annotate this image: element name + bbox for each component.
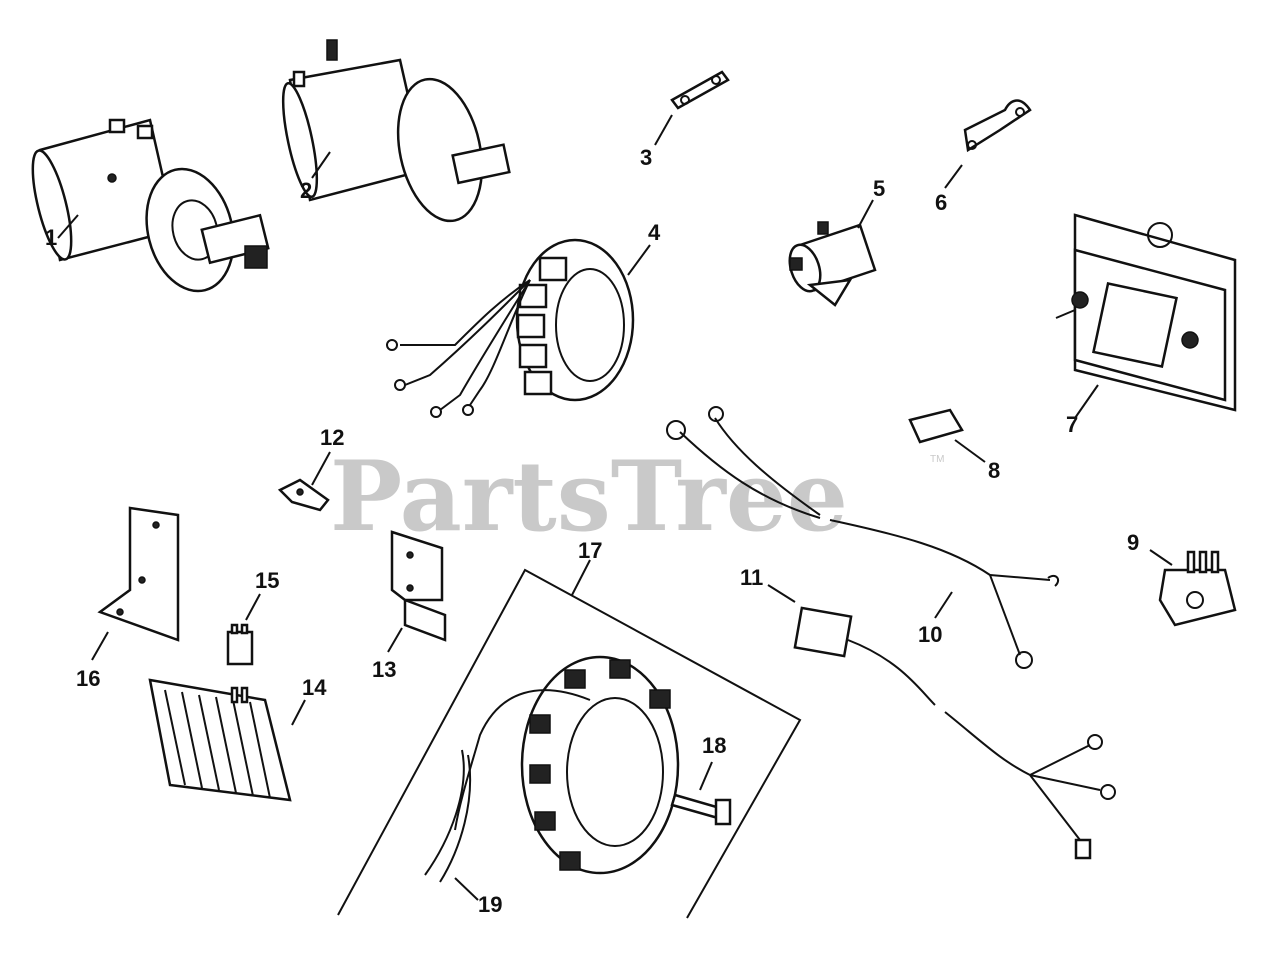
part-14-heatsink[interactable] <box>148 678 292 802</box>
callout-16[interactable]: 16 <box>76 666 100 691</box>
callout-11[interactable]: 11 <box>740 565 763 590</box>
part-3-strap[interactable] <box>670 70 730 110</box>
callout-15[interactable]: 15 <box>255 568 279 593</box>
callout-labels: 1 2 3 4 5 6 7 8 9 10 11 12 13 14 15 16 1… <box>45 145 1139 917</box>
callout-18[interactable]: 18 <box>702 733 726 758</box>
part-10-harness[interactable] <box>666 406 1059 669</box>
callout-10[interactable]: 10 <box>918 622 942 647</box>
callout-8[interactable]: 8 <box>988 458 1000 483</box>
part-13-bracket[interactable] <box>390 530 447 642</box>
part-18-bolt[interactable] <box>670 793 732 826</box>
part-16-bracket[interactable] <box>97 506 180 642</box>
part-17-stator[interactable] <box>424 655 680 883</box>
callout-1[interactable]: 1 <box>45 225 57 250</box>
part-1-starter-motor[interactable] <box>25 118 270 300</box>
callout-7[interactable]: 7 <box>1066 412 1078 437</box>
callout-12[interactable]: 12 <box>320 425 344 450</box>
part-15-relay[interactable] <box>226 623 254 666</box>
part-12-clip[interactable] <box>277 478 330 512</box>
watermark-text: PartsTree <box>330 440 848 553</box>
callout-17[interactable]: 17 <box>578 538 602 563</box>
callout-9[interactable]: 9 <box>1127 530 1139 555</box>
part-11-harness[interactable] <box>793 606 1116 860</box>
part-2-starter-motor[interactable] <box>276 39 511 229</box>
callout-2[interactable]: 2 <box>300 178 312 203</box>
callout-4[interactable]: 4 <box>648 220 661 245</box>
part-7-regulator[interactable] <box>1055 213 1237 412</box>
watermark: PartsTree TM <box>330 440 944 553</box>
callout-13[interactable]: 13 <box>372 657 396 682</box>
part-9-rectifier[interactable] <box>1158 550 1237 627</box>
watermark-trademark: TM <box>930 454 944 465</box>
callout-19[interactable]: 19 <box>478 892 502 917</box>
callout-6[interactable]: 6 <box>935 190 947 215</box>
part-17-frame <box>337 568 802 919</box>
callout-5[interactable]: 5 <box>873 176 885 201</box>
callout-3[interactable]: 3 <box>640 145 652 170</box>
part-6-strap[interactable] <box>963 99 1032 153</box>
leader-lines <box>57 114 1173 901</box>
part-8-block[interactable] <box>908 408 964 444</box>
part-4-stator[interactable] <box>386 238 635 418</box>
part-5-solenoid[interactable] <box>784 221 877 307</box>
callout-14[interactable]: 14 <box>302 675 327 700</box>
